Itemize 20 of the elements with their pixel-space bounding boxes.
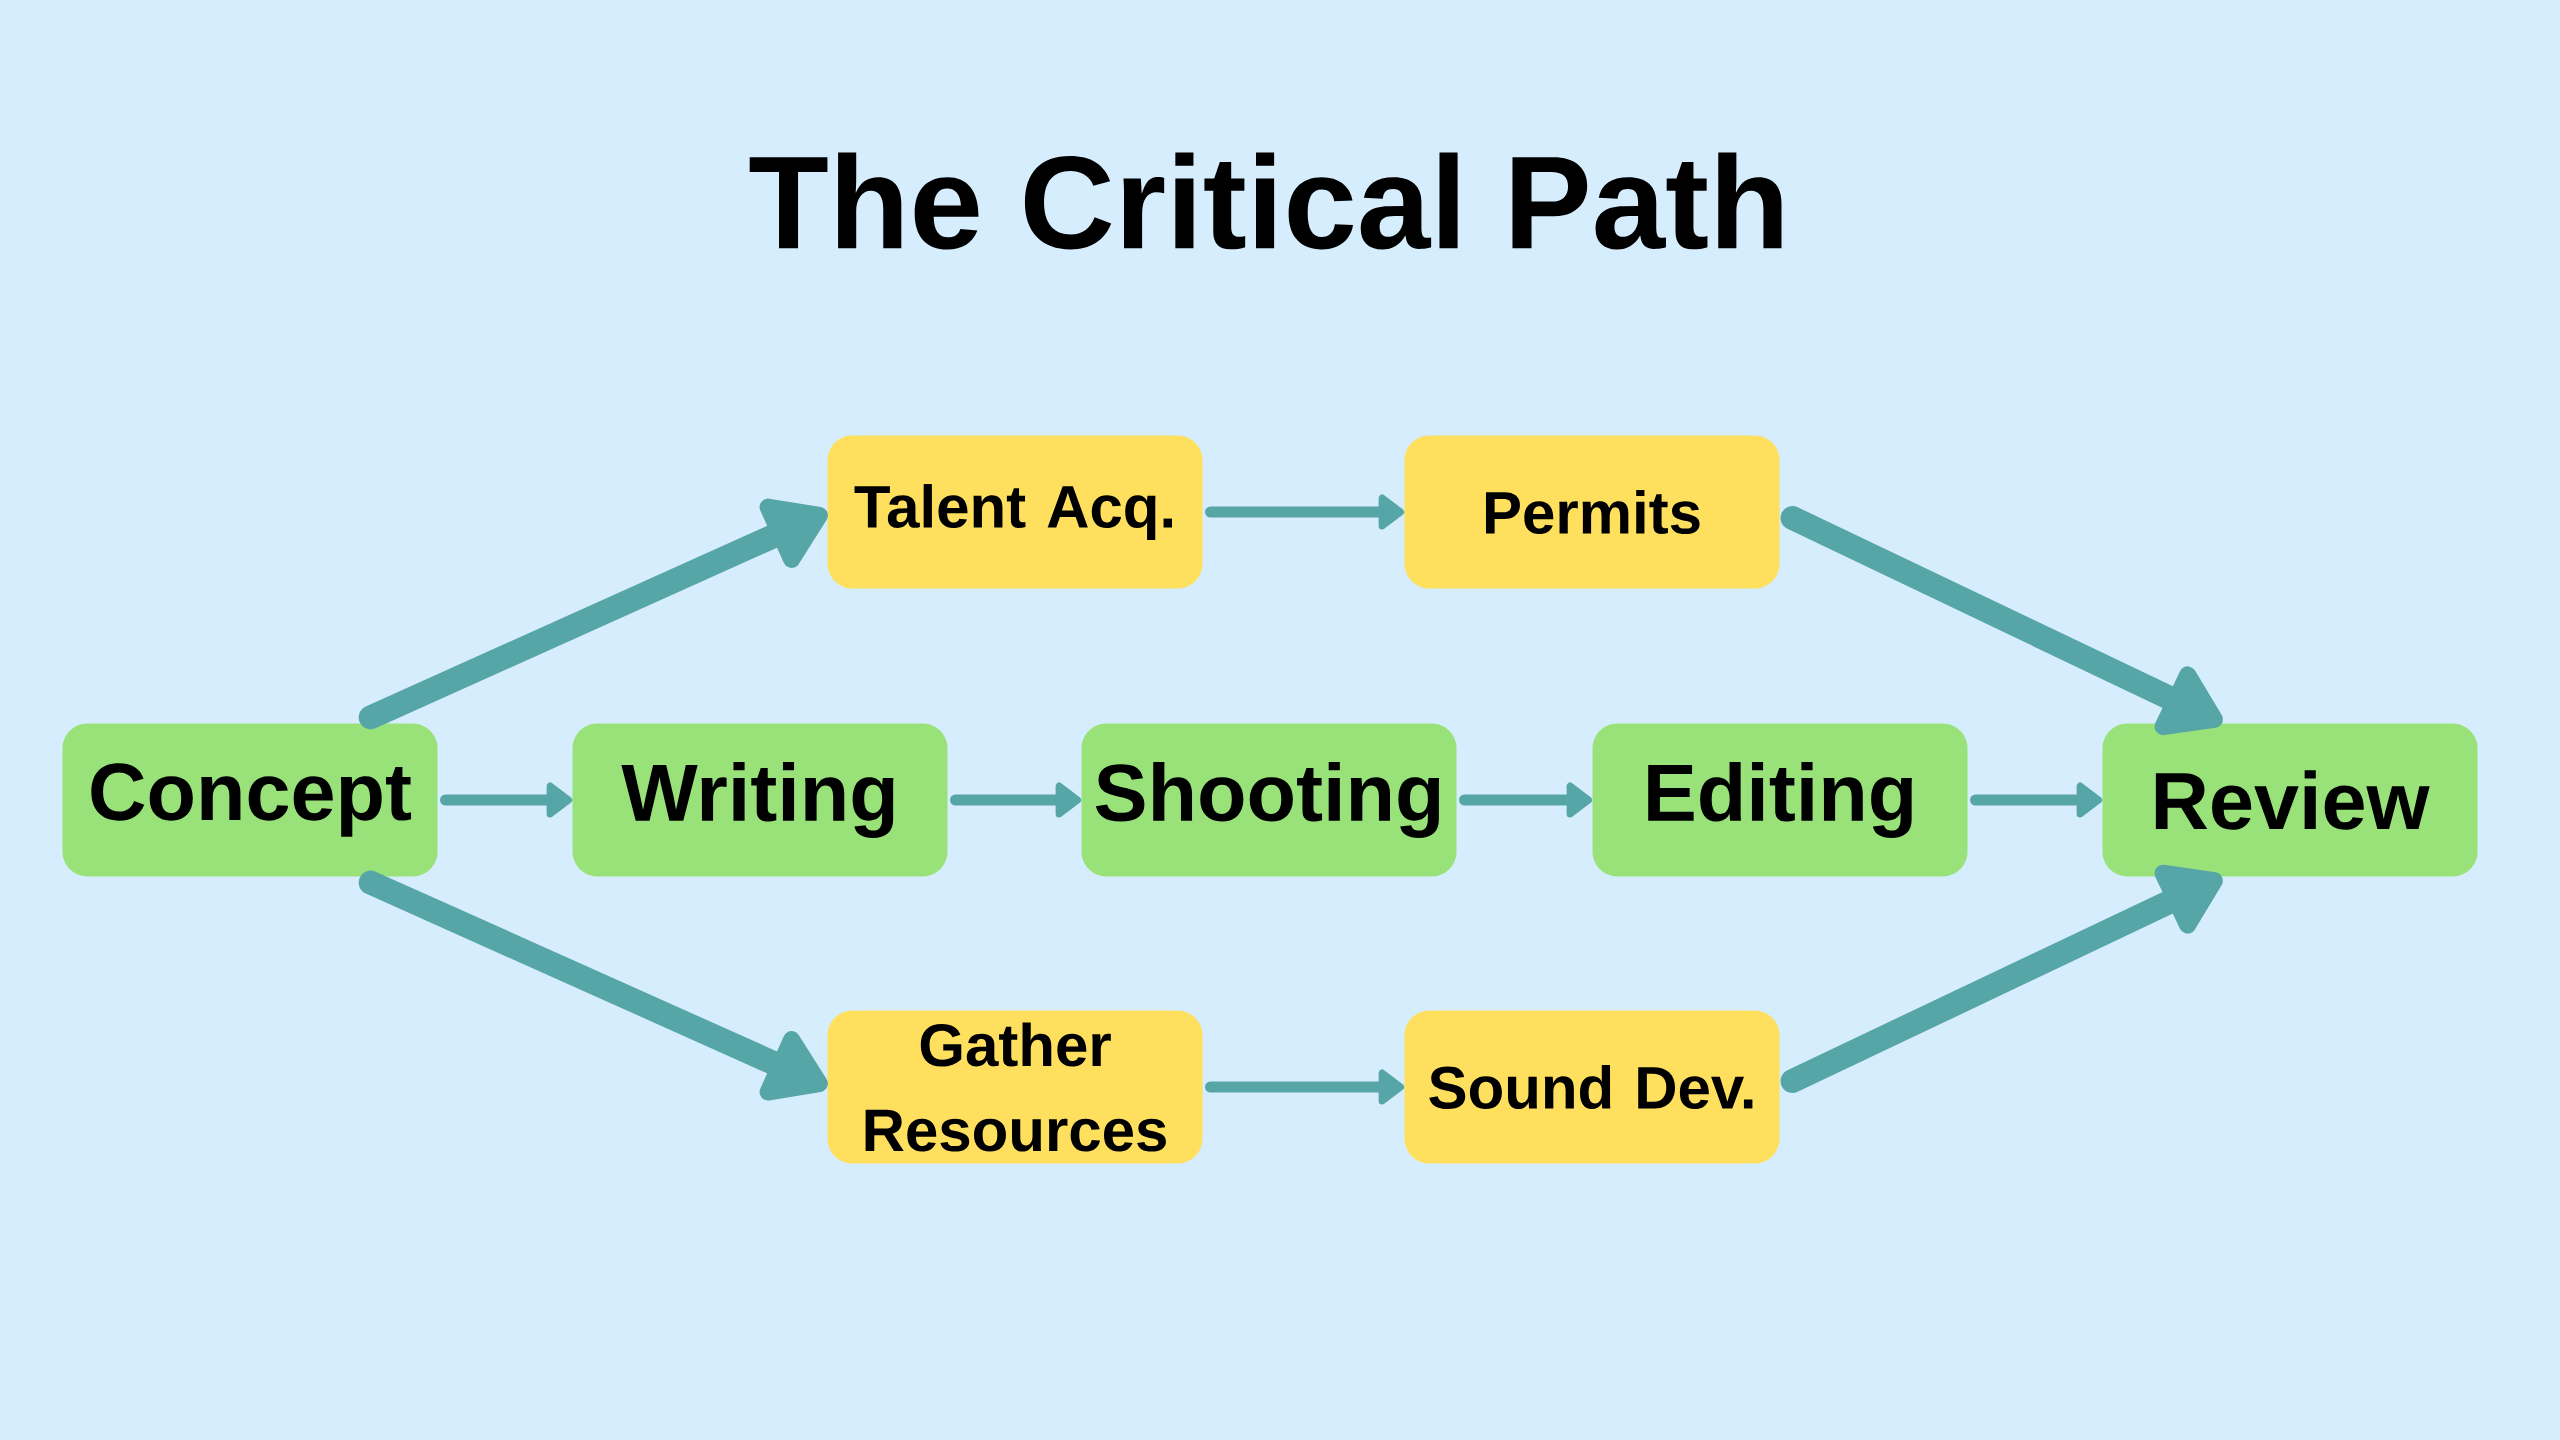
process-box: Writing <box>572 723 948 877</box>
arrow <box>358 870 828 1101</box>
task-box: Sound Dev. <box>1404 1010 1780 1164</box>
arrow <box>1205 494 1405 530</box>
arrow <box>950 782 1082 818</box>
task-box: Permits <box>1404 435 1780 589</box>
task-box: Talent Acq. <box>827 435 1203 589</box>
arrow <box>1205 1069 1405 1105</box>
arrow <box>358 498 828 730</box>
process-box: Editing <box>1592 723 1968 877</box>
process-box: Concept <box>62 723 438 877</box>
process-box: Shooting <box>1081 723 1457 877</box>
arrow <box>1780 864 2223 1093</box>
arrow <box>1780 506 2223 736</box>
title: The Critical Path <box>749 152 1782 250</box>
process-box: Review <box>2102 723 2478 877</box>
arrow <box>1970 782 2103 818</box>
arrow <box>440 782 573 818</box>
task-box: Gather Resources <box>827 1010 1203 1164</box>
arrow <box>1459 782 1593 818</box>
